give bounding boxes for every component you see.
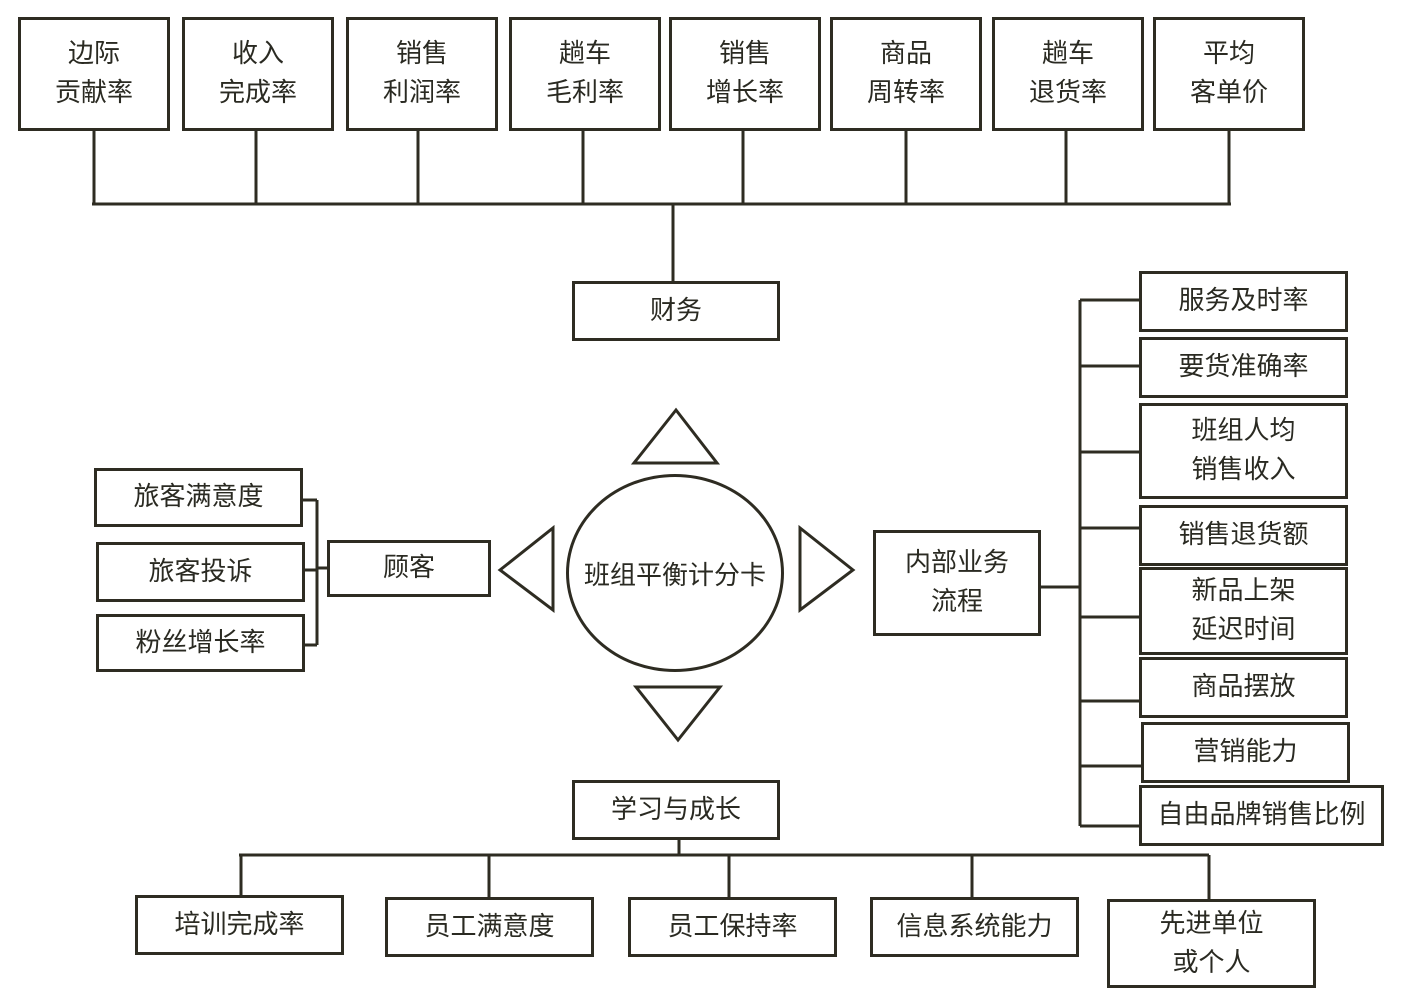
learning-item-employee-retention: 员工保持率 [628, 897, 837, 957]
internal-item-marketing-capability: 营销能力 [1141, 722, 1350, 783]
finance-item-average-ticket: 平均客单价 [1153, 17, 1305, 131]
internal-item-sales-returns: 销售退货额 [1139, 505, 1348, 566]
finance-item-trip-gross-margin: 趟车毛利率 [509, 17, 661, 131]
internal-process-node: 内部业务流程 [873, 530, 1041, 636]
learning-item-advanced-unit: 先进单位或个人 [1107, 899, 1316, 988]
finance-item-trip-return-rate: 趟车退货率 [992, 17, 1144, 131]
learning-item-information-system: 信息系统能力 [870, 897, 1079, 957]
finance-item-revenue-completion: 收入完成率 [182, 17, 334, 131]
customer-node: 顾客 [327, 540, 491, 597]
arrow-down-icon [632, 685, 724, 743]
internal-item-merchandise-display: 商品摆放 [1139, 657, 1348, 718]
internal-item-new-product-delay: 新品上架延迟时间 [1139, 567, 1348, 655]
arrow-up-icon [630, 407, 721, 465]
internal-item-per-capita-sales: 班组人均销售收入 [1139, 403, 1348, 499]
center-label: 班组平衡计分卡 [583, 560, 766, 591]
center-circle: 班组平衡计分卡 [566, 474, 784, 672]
finance-item-inventory-turnover: 商品周转率 [830, 17, 982, 131]
finance-item-marginal-contribution: 边际贡献率 [18, 17, 170, 131]
learning-item-training-completion: 培训完成率 [135, 895, 344, 955]
finance-node: 财务 [572, 281, 780, 341]
learning-growth-node: 学习与成长 [572, 780, 780, 840]
customer-item-passenger-complaints: 旅客投诉 [96, 542, 305, 602]
learning-item-employee-satisfaction: 员工满意度 [385, 897, 594, 957]
customer-item-follower-growth: 粉丝增长率 [96, 614, 305, 672]
internal-item-own-brand-sales-ratio: 自由品牌销售比例 [1139, 785, 1384, 846]
internal-item-service-timeliness: 服务及时率 [1139, 271, 1348, 332]
arrow-left-icon [497, 524, 555, 614]
internal-item-order-accuracy: 要货准确率 [1139, 337, 1348, 398]
customer-item-passenger-satisfaction: 旅客满意度 [94, 468, 303, 527]
finance-item-sales-growth: 销售增长率 [669, 17, 821, 131]
finance-item-sales-profit-rate: 销售利润率 [346, 17, 498, 131]
arrow-right-icon [798, 524, 856, 614]
